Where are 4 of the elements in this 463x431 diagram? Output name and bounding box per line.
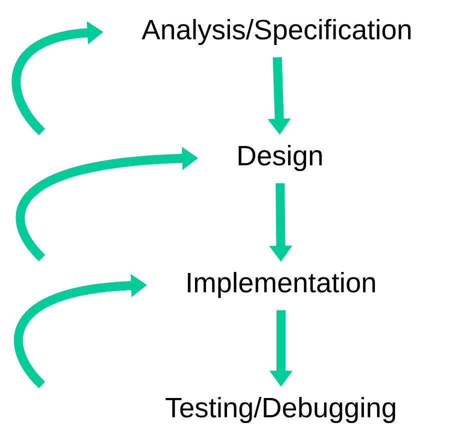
stage-label: Implementation (188, 272, 375, 298)
stage-label: Testing/Debugging (166, 396, 396, 424)
stage-label: Design (238, 144, 322, 172)
stage-label: Analysis/Specification (142, 18, 411, 46)
